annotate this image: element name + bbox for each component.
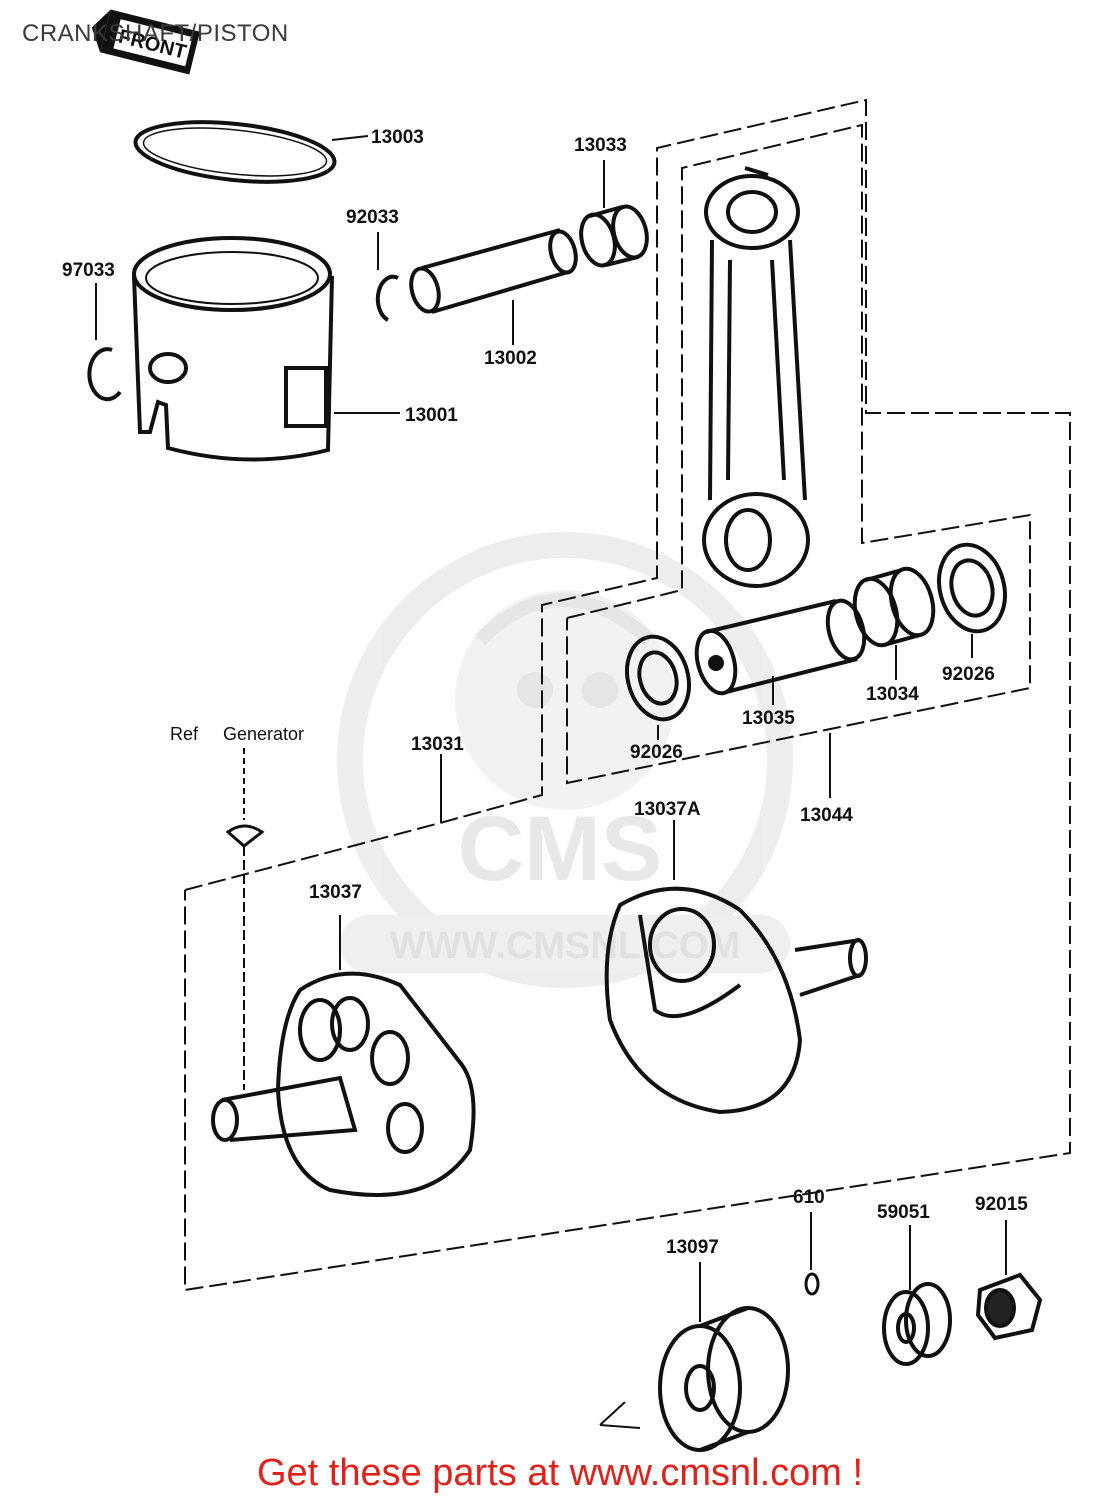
piston-ring-13003 xyxy=(133,120,369,184)
ref-label: Ref xyxy=(170,724,199,744)
watermark-url: WWW.CMSNL.COM xyxy=(390,925,740,967)
part-label-13044[interactable]: 13044 xyxy=(800,805,853,826)
part-label-59051[interactable]: 59051 xyxy=(877,1202,930,1223)
part-label-13037[interactable]: 13037 xyxy=(309,882,362,903)
part-label-13037a[interactable]: 13037A xyxy=(634,799,701,820)
part-labels: 13003 92033 97033 13033 13002 13001 9202… xyxy=(62,127,1028,1258)
thrust-washer-92026-right xyxy=(937,542,1007,658)
primary-gear-13097 xyxy=(599,1262,790,1452)
watermark-logo: CMS xyxy=(458,798,662,900)
cmsnl-watermark: CMS WWW.CMSNL.COM xyxy=(337,532,793,988)
needle-bearing-13034 xyxy=(852,566,936,680)
connecting-rod xyxy=(702,166,810,588)
ref-target-label: Generator xyxy=(223,724,304,744)
nut-92015 xyxy=(975,1220,1043,1341)
part-label-92015[interactable]: 92015 xyxy=(975,1194,1028,1215)
woodruff-key xyxy=(225,748,265,1090)
part-label-92033[interactable]: 92033 xyxy=(346,207,399,228)
part-label-97033[interactable]: 97033 xyxy=(62,260,115,281)
reference-note: Ref Generator xyxy=(170,724,304,744)
part-label-13097[interactable]: 13097 xyxy=(666,1237,719,1258)
o-ring-610 xyxy=(804,1212,820,1296)
footer-cta-link[interactable]: Get these parts at www.cmsnl.com ! xyxy=(256,1452,864,1494)
crankshaft-left-13037 xyxy=(211,915,476,1197)
crankshaft-right-13037a xyxy=(604,820,868,1115)
thrust-washer-92026-left xyxy=(625,634,691,740)
part-label-13031[interactable]: 13031 xyxy=(411,734,464,755)
piston-13001 xyxy=(132,236,400,462)
part-label-13034[interactable]: 13034 xyxy=(866,684,919,705)
circlip-97033 xyxy=(87,283,122,402)
part-label-13002[interactable]: 13002 xyxy=(484,348,537,369)
part-label-13003[interactable]: 13003 xyxy=(371,127,424,148)
part-label-92026-right[interactable]: 92026 xyxy=(942,664,995,685)
gear-59051 xyxy=(882,1225,952,1366)
part-label-13033[interactable]: 13033 xyxy=(574,135,627,156)
assembly-13044-boundary xyxy=(566,123,1031,785)
page-title: CRANKSHAFT/PISTON xyxy=(22,20,289,47)
circlip-92033 xyxy=(375,232,399,322)
assembly-13031-boundary xyxy=(184,98,1071,1292)
needle-bearing-13033 xyxy=(579,160,649,268)
part-label-92026-left[interactable]: 92026 xyxy=(630,742,683,763)
part-label-13035[interactable]: 13035 xyxy=(742,708,795,729)
part-label-13001[interactable]: 13001 xyxy=(405,405,458,426)
part-label-610[interactable]: 610 xyxy=(793,1187,825,1208)
piston-pin-13002 xyxy=(409,228,578,345)
crank-pin-13035 xyxy=(694,598,867,705)
front-indicator: FRONT xyxy=(91,9,200,75)
